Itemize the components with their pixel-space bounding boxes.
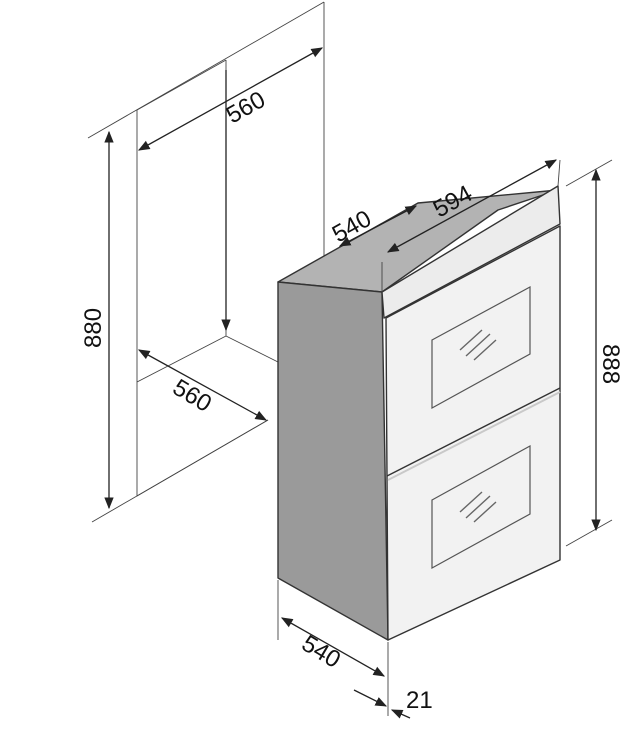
label-door-thickness: 21	[406, 687, 433, 714]
oven-divider	[386, 387, 561, 477]
dim-niche-width-top: 560	[137, 47, 324, 151]
oven-body	[277, 185, 561, 641]
label-oven-depth-bottom: 540	[297, 630, 345, 674]
dim-niche-height: 880	[80, 70, 231, 510]
label-oven-height: 888	[597, 344, 624, 384]
label-niche-height: 880	[80, 308, 107, 348]
dim-oven-height: 888	[565, 159, 624, 547]
upper-oven-window	[431, 285, 531, 410]
label-niche-depth: 560	[168, 374, 216, 418]
oven-side-panel	[277, 281, 389, 641]
lower-oven-window	[431, 444, 531, 570]
upper-window-glare	[459, 329, 497, 361]
lower-window-glare	[459, 491, 497, 523]
dim-door-thickness: 21	[353, 687, 433, 719]
dim-niche-depth: 560	[137, 349, 268, 421]
label-niche-width-top: 560	[222, 86, 270, 129]
